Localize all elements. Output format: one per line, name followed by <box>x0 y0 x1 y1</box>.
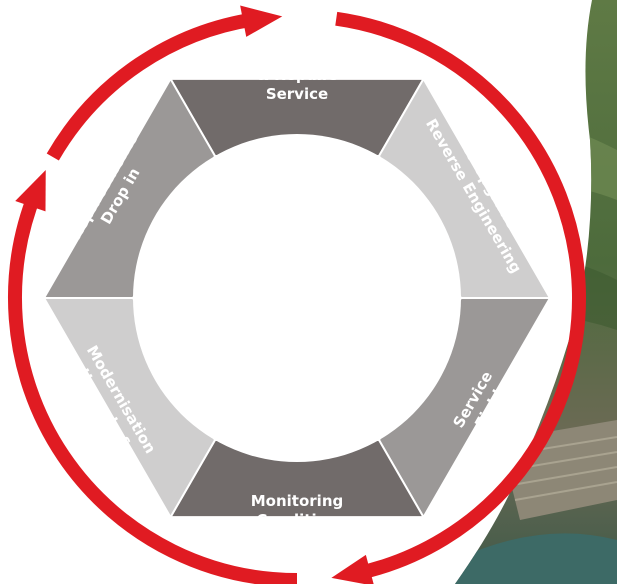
spillway-steps <box>504 436 617 501</box>
cycle-arrows <box>8 5 586 584</box>
segment-label-condition-monitoring: Condition <box>256 511 337 529</box>
cycle-arrow-arc <box>46 11 259 161</box>
cycle-segments <box>42 76 552 520</box>
cycle-arrowhead-icon <box>331 554 374 584</box>
water <box>455 533 617 584</box>
cycle-arrowhead-icon <box>15 169 46 212</box>
segment-label-service-repairs: & Repairs <box>256 66 338 84</box>
segment-label-service-repairs: Service <box>266 85 328 103</box>
segment-label-condition-monitoring: Monitoring <box>251 492 343 510</box>
cycle-arrow-arc <box>335 11 586 581</box>
center-disc <box>133 134 461 462</box>
cycle-arrowhead-icon <box>240 5 283 37</box>
cycle-arrow-arc <box>8 189 298 584</box>
